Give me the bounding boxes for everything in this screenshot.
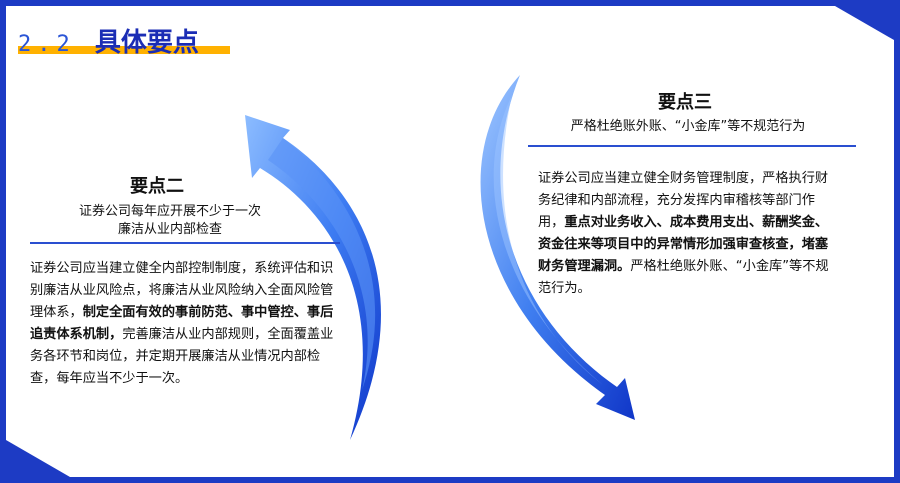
point2-body: 证券公司应当建立健全内部控制制度，系统评估和识别廉洁从业风险点，将廉洁从业风险纳… bbox=[30, 258, 335, 390]
point3-body-segment: 重点对业务收入、成本费用支出、薪酬奖金、资金往来等项目中的异常情形加强审查核查，… bbox=[538, 215, 829, 274]
point2-body-segment: 证券公司应当建立健全内部控制制度，系统评估和识别廉洁从业风险点，将廉洁从业风险纳… bbox=[30, 261, 334, 320]
point3-body: 证券公司应当建立健全财务管理制度，严格执行财务纪律和内部流程，充分发挥内审稽核等… bbox=[538, 168, 836, 300]
corner-decoration-bottom bbox=[0, 477, 900, 483]
point2-subtitle-line1: 证券公司每年应开展不少于一次 bbox=[78, 204, 261, 219]
point3-subtitle: 严格杜绝账外账、“小金库”等不规范行为 bbox=[570, 119, 806, 134]
point2-subtitle-line2: 廉洁从业内部检查 bbox=[117, 222, 222, 237]
point2-divider bbox=[30, 242, 340, 244]
point3-body-segment: 证券公司应当建立健全财务管理制度，严格执行财务纪律和内部流程，充分发挥内审稽核等… bbox=[538, 171, 829, 230]
point2-body-segment: 完善廉洁从业内部规则，全面覆盖业务各环节和岗位，并定期开展廉洁从业情况内部检查，… bbox=[30, 327, 334, 386]
point3-divider bbox=[528, 145, 856, 147]
point3-body-segment: 严格杜绝账外账、“小金库”等不规范行为。 bbox=[538, 259, 829, 296]
title-text: 具体要点 bbox=[94, 28, 199, 58]
point2-heading: 要点二 bbox=[130, 176, 184, 197]
point2-subtitle: 证券公司每年应开展不少于一次 廉洁从业内部检查 bbox=[40, 203, 300, 239]
page-title: 2.2 具体要点 bbox=[18, 22, 199, 59]
title-number: 2.2 bbox=[18, 32, 76, 57]
point2-body-segment: 制定全面有效的事前防范、事中管控、事后追责体系机制， bbox=[30, 305, 334, 342]
point3-heading: 要点三 bbox=[658, 92, 712, 113]
